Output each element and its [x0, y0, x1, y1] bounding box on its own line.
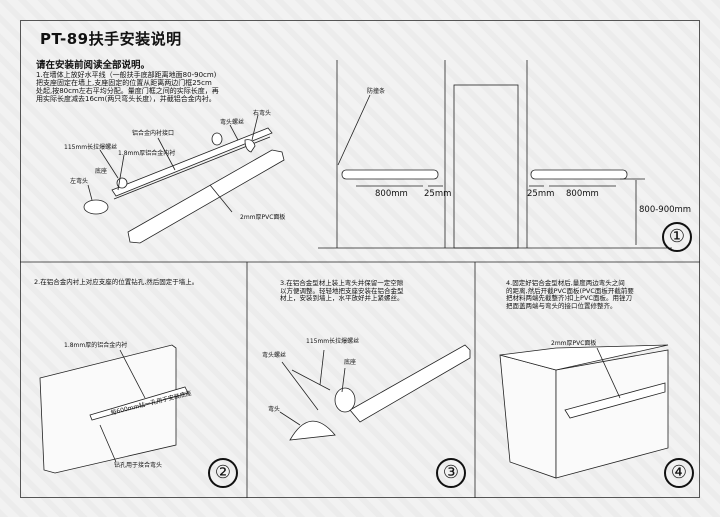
step-4-text: 4.固定好铝合金型材后,量度两边弯头之间 的距离,然后开截PVC面板(PVC面板…	[506, 279, 634, 310]
label-liner: 1.8mm厚铝合金内衬	[118, 150, 176, 157]
label-pvc-panel-4: 2mm厚PVC面板	[551, 340, 597, 347]
label-liner-2: 1.8mm厚的铝合金内衬	[64, 342, 128, 349]
corner-install-diagram	[499, 344, 669, 479]
label-left-elbow: 左弯头	[70, 178, 89, 185]
step-number-3: ③	[436, 458, 466, 488]
intro-line: 把支座固定在墙上,支座固定的位置从距离两边门框25cm	[36, 79, 212, 87]
label-elbow-3: 弯头	[268, 406, 281, 413]
label-elbow-screw: 弯头螺丝	[220, 119, 245, 126]
elevation-diagram	[318, 60, 672, 249]
label-expansion-screw: 115mm长拉爆螺丝	[64, 144, 118, 151]
label-base-3: 底座	[344, 359, 357, 366]
step-2-text: 2.在铝合金内衬上对应支座的位置钻孔,然后固定于墙上。	[34, 278, 199, 286]
page-frame	[20, 20, 700, 498]
label-liner-joint: 铝合金内衬接口	[132, 130, 175, 137]
label-bumper-strip: 防撞条	[367, 88, 386, 95]
label-elbow-screw-3: 弯头螺丝	[262, 352, 287, 359]
dim-gap-left: 25mm	[424, 189, 452, 199]
dim-spacing-right: 800mm	[566, 189, 599, 199]
intro-line: 1.在墙体上放好水平线（一般扶手底部距离地面80-90cm)	[36, 71, 217, 79]
dim-height: 800-900mm	[639, 205, 692, 215]
dim-spacing-left: 800mm	[375, 189, 408, 199]
intro-line: 处起,按80cm左右平均分配。量度门框之间的实际长度，再	[36, 87, 219, 95]
step-number-1: ①	[662, 222, 692, 252]
label-base: 底座	[95, 168, 108, 175]
wall-mount-diagram	[39, 344, 189, 474]
label-right-elbow: 右弯头	[253, 110, 272, 117]
page-title: PT-89扶手安装说明	[40, 30, 182, 48]
intro-instructions: 请在安装前阅读全部说明。 1.在墙体上放好水平线（一般扶手底部距离地面80-90…	[36, 60, 219, 104]
exploded-handrail-diagram	[83, 114, 285, 244]
intro-line: 用实际长度减去16cm(两只弯头长度），并截铝合金内衬。	[36, 95, 216, 103]
step-3-text: 3.在铝合金型材上装上弯头并保留一定空隙 以方便调整。轻轻地把支座安装在铝合金型…	[280, 279, 404, 302]
intro-heading: 请在安装前阅读全部说明。	[36, 60, 151, 71]
label-drill-elbow: 钻孔用于接合弯头	[114, 462, 163, 469]
label-expansion-screw-3: 115mm长拉爆螺丝	[306, 338, 360, 345]
assembly-diagram	[279, 344, 471, 441]
dim-gap-right: 25mm	[527, 189, 555, 199]
label-pvc-panel: 2mm厚PVC面板	[240, 214, 286, 221]
step-number-4: ④	[664, 458, 694, 488]
step-number-2: ②	[208, 458, 238, 488]
